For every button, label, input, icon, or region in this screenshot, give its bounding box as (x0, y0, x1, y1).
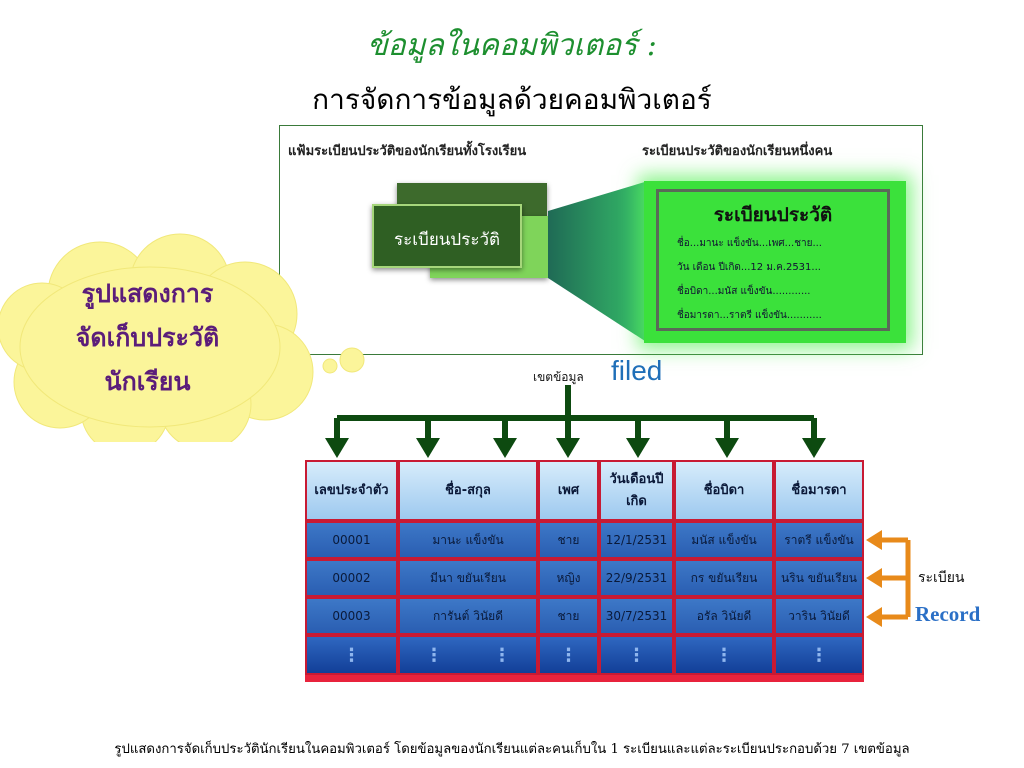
continuation-cell: ⋮ (538, 635, 599, 675)
continuation-cell: ⋮ (599, 635, 674, 675)
header-name: ชื่อ-สกุล (398, 460, 538, 521)
student-table: เลขประจำตัว ชื่อ-สกุล เพศ วันเดือนปีเกิด… (305, 460, 864, 682)
record-line-name: ชื่อ...มานะ แข็งขัน...เพศ...ชาย... (677, 238, 822, 249)
single-record-heading: ระเบียนประวัติของนักเรียนหนึ่งคน (642, 144, 833, 159)
table-cell: 22/9/2531 (599, 559, 674, 597)
record-detail-frame: ระเบียนประวัติ ชื่อ...มานะ แข็งขัน...เพศ… (656, 189, 890, 331)
continuation-cell: ⋮ (305, 635, 398, 675)
slide-subtitle: การจัดการข้อมูลด้วยคอมพิวเตอร์ (312, 83, 712, 116)
table-cell: อรัล วินัยดี (674, 597, 774, 635)
table-cell: ชาย (538, 521, 599, 559)
record-detail-card: ระเบียนประวัติ ชื่อ...มานะ แข็งขัน...เพศ… (644, 181, 906, 343)
header-father: ชื่อบิดา (674, 460, 774, 521)
table-cell: 00002 (305, 559, 398, 597)
header-mother: ชื่อมารดา (774, 460, 864, 521)
table-cell: หญิง (538, 559, 599, 597)
table-cell: 00003 (305, 597, 398, 635)
record-line-father: ชื่อบิดา...มนัส แข็งขัน............ (677, 286, 811, 297)
record-line-mother: ชื่อมารดา...ราตรี แข็งขัน........... (677, 310, 822, 321)
callout-line-3: นักเรียน (104, 367, 191, 396)
table-cell: นริน ขยันเรียน (774, 559, 864, 597)
table-cell: กร ขยันเรียน (674, 559, 774, 597)
continuation-cell: ⋮ (674, 635, 774, 675)
table-cell: มานะ แข็งขัน (398, 521, 538, 559)
header-birthdate: วันเดือนปีเกิด (599, 460, 674, 521)
table-cell: วาริน วินัยดี (774, 597, 864, 635)
slide-caption: รูปแสดงการจัดเก็บประวัตินักเรียนในคอมพิว… (114, 742, 910, 757)
stacked-record-card-front: ระเบียนประวัติ (372, 204, 522, 268)
header-sex: เพศ (538, 460, 599, 521)
stack-card-label: ระเบียนประวัติ (393, 230, 501, 250)
table-cell: ชาย (538, 597, 599, 635)
table-cell: มีนา ขยันเรียน (398, 559, 538, 597)
header-student-id: เลขประจำตัว (305, 460, 398, 521)
field-label-english: filed (611, 355, 663, 386)
callout-line-2: จัดเก็บประวัติ (75, 323, 220, 352)
record-detail-title: ระเบียนประวัติ (713, 204, 833, 226)
continuation-cell: ⋮⋮ (398, 635, 538, 675)
continuation-cell: ⋮ (774, 635, 864, 675)
record-line-birthdate: วัน เดือน ปีเกิด...12 ม.ค.2531... (677, 262, 821, 273)
record-label-english: Record (915, 602, 981, 626)
table-cell: ราตรี แข็งขัน (774, 521, 864, 559)
table-cell: 30/7/2531 (599, 597, 674, 635)
table-cell: 00001 (305, 521, 398, 559)
cloud-callout-shape (0, 233, 365, 442)
record-label-thai: ระเบียน (918, 570, 965, 586)
student-file-heading: แฟ้มระเบียนประวัติของนักเรียนทั้งโรงเรีย… (288, 144, 527, 159)
field-label-thai: เขตข้อมูล (533, 370, 584, 384)
slide-title: ข้อมูลในคอมพิวเตอร์ : (367, 28, 657, 63)
table-cell: 12/1/2531 (599, 521, 674, 559)
callout-line-1: รูปแสดงการ (81, 279, 214, 308)
table-cell: การันต์ วินัยดี (398, 597, 538, 635)
table-cell: มนัส แข็งขัน (674, 521, 774, 559)
record-file-illustration: แฟ้มระเบียนประวัติของนักเรียนทั้งโรงเรีย… (279, 125, 923, 355)
zoom-beam (548, 181, 648, 343)
cloud-callout-text: รูปแสดงการ จัดเก็บประวัติ นักเรียน (40, 272, 255, 404)
